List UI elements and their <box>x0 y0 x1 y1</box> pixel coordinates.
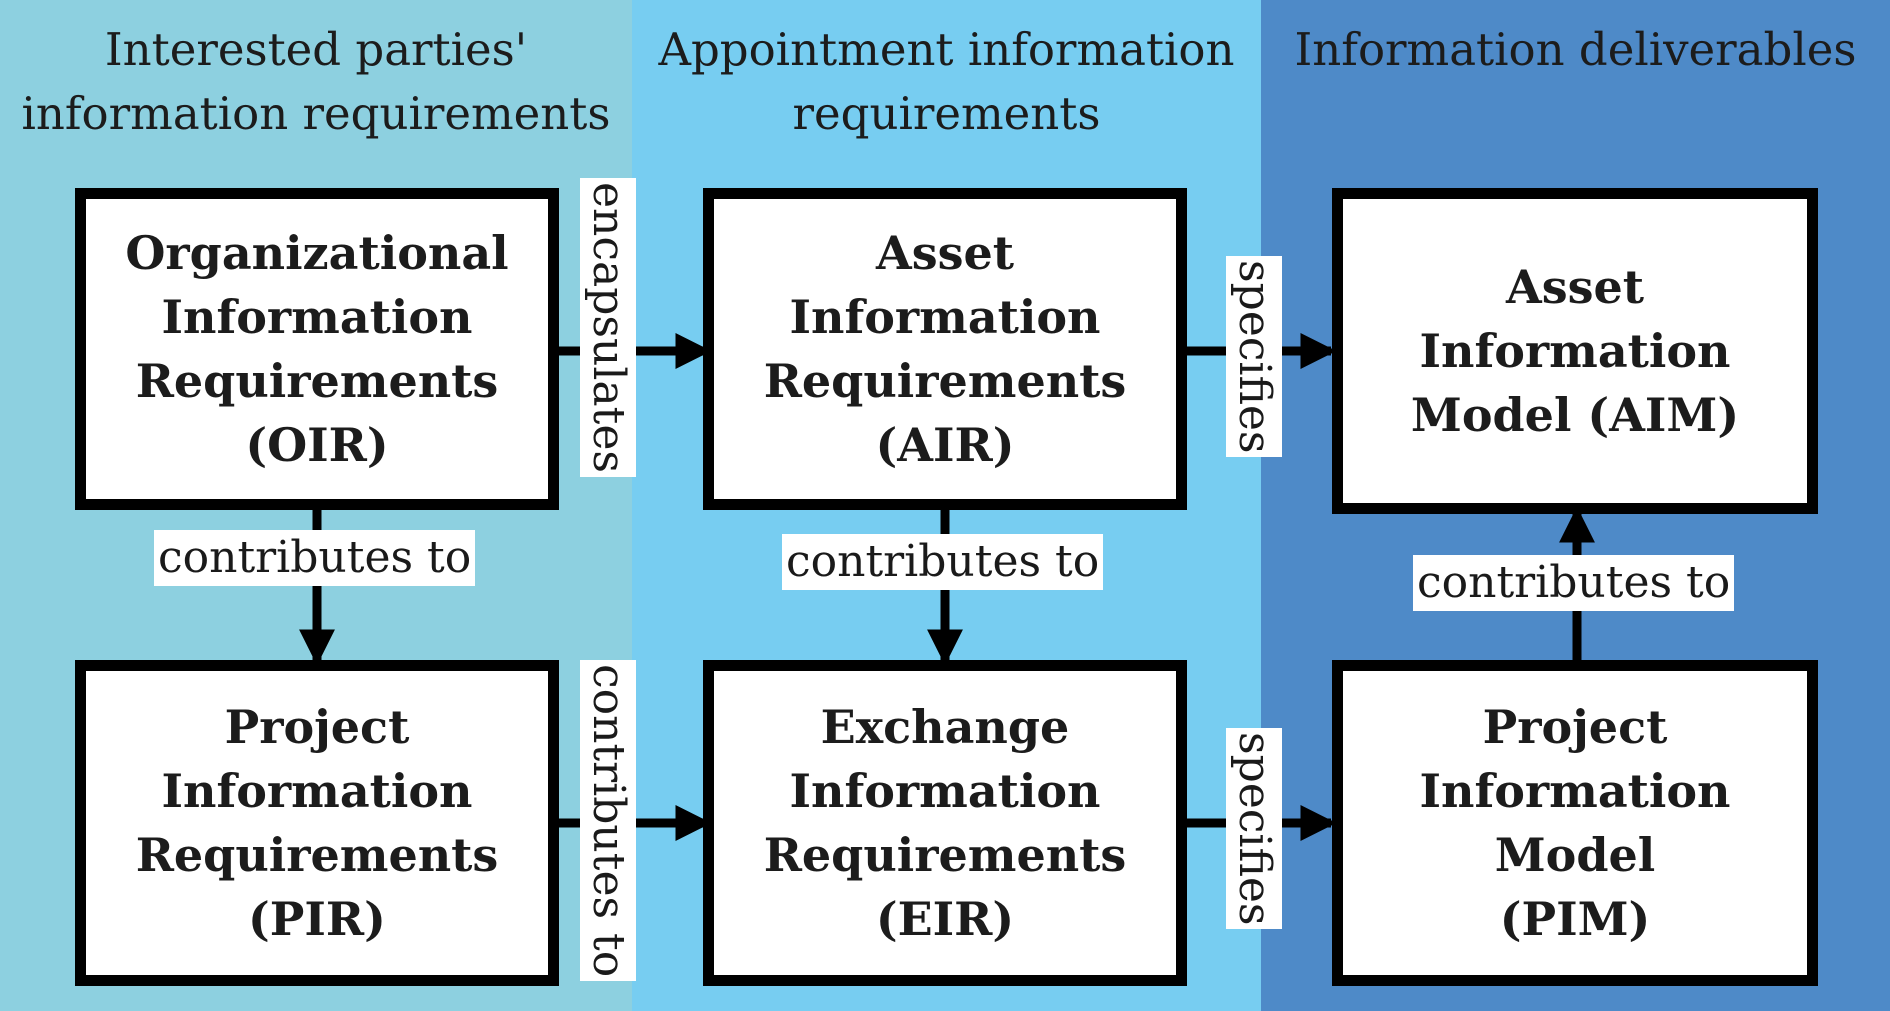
box-air: Asset Information Requirements (AIR) <box>703 188 1187 510</box>
box-eir: Exchange Information Requirements (EIR) <box>703 660 1187 986</box>
relation-label-pim-aim: contributes to <box>1413 555 1735 611</box>
relation-label-air-eir: contributes to <box>782 534 1104 590</box>
relation-label-pir-eir: contributes to <box>580 660 636 982</box>
relation-label-specifies-aim: specifies <box>1226 256 1282 458</box>
box-oir-label: Organizational Information Requirements … <box>125 226 509 472</box>
box-aim: Asset Information Model (AIM) <box>1332 188 1818 514</box>
box-pir: Project Information Requirements (PIR) <box>75 660 559 986</box>
column-title: Information deliverables <box>1294 23 1857 76</box>
box-oir: Organizational Information Requirements … <box>75 188 559 510</box>
box-pim: Project Information Model (PIM) <box>1332 660 1818 986</box>
column-title: Appointment information requirements <box>658 23 1235 140</box>
box-air-label: Asset Information Requirements (AIR) <box>763 226 1127 472</box>
relation-label-specifies-pim: specifies <box>1226 728 1282 930</box>
column-title: Interested parties' information requirem… <box>21 23 611 140</box>
relation-label-encapsulates: encapsulates <box>580 178 636 477</box>
box-aim-label: Asset Information Model (AIM) <box>1410 260 1740 442</box>
box-eir-label: Exchange Information Requirements (EIR) <box>763 700 1127 946</box>
box-pir-label: Project Information Requirements (PIR) <box>135 700 499 946</box>
relation-label-oir-pir: contributes to <box>154 530 476 586</box>
box-pim-label: Project Information Model (PIM) <box>1419 700 1731 946</box>
